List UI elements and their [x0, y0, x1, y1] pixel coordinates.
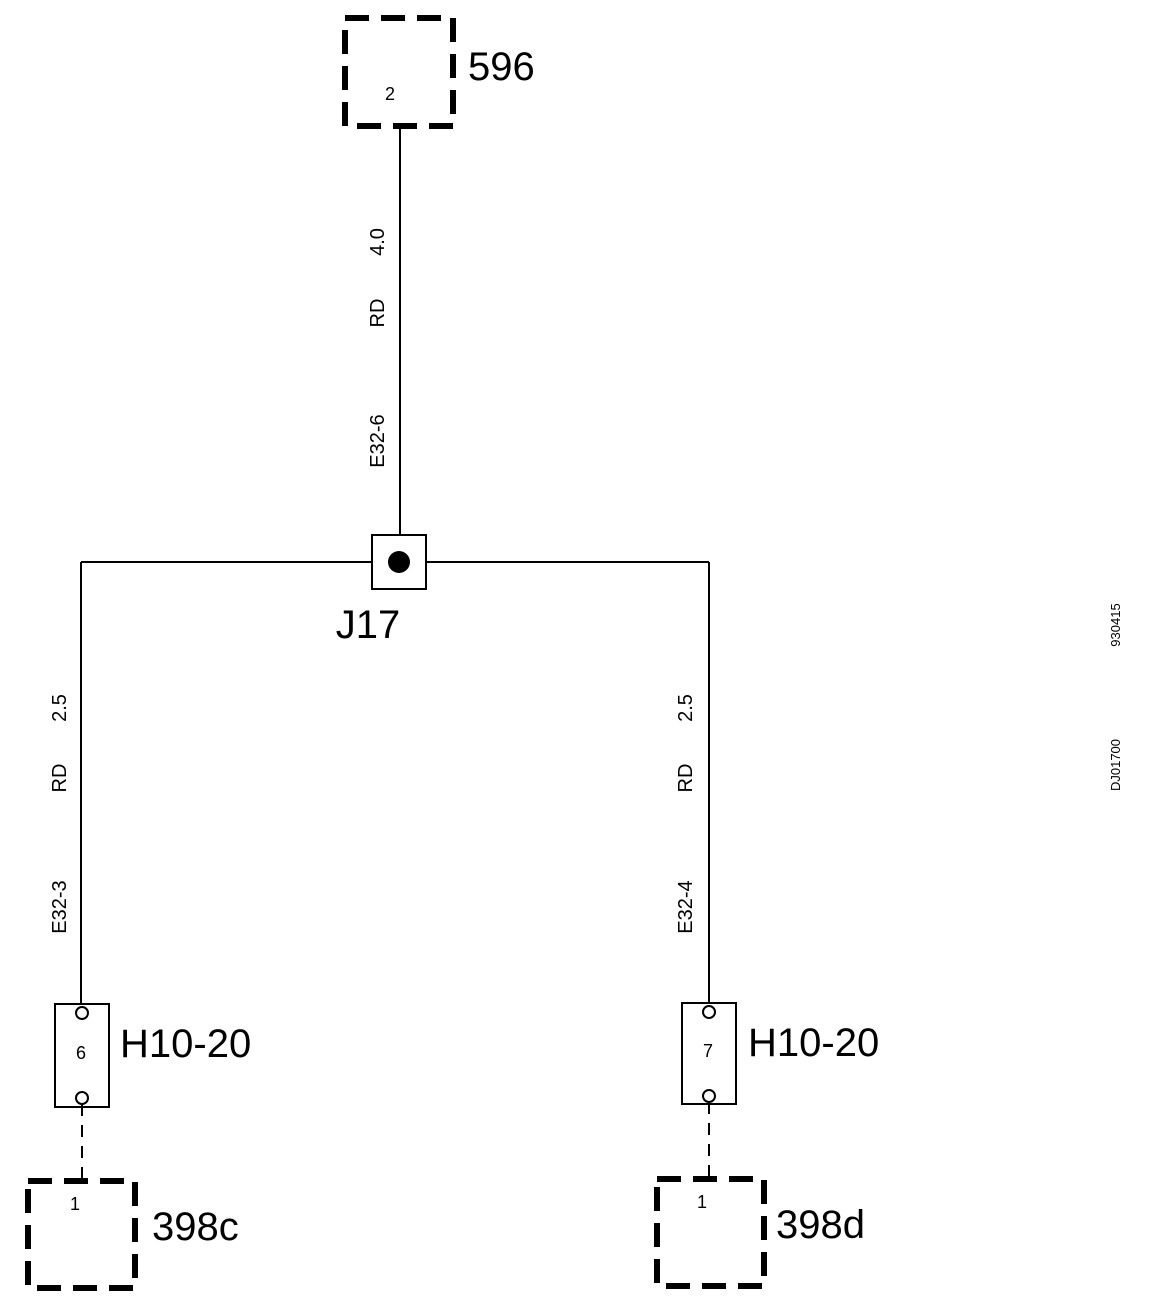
side-code-date: 930415 — [1108, 603, 1123, 646]
component-596-box — [342, 15, 456, 129]
wire-e32-4-color: RD — [675, 764, 697, 793]
component-398c-box — [25, 1178, 138, 1291]
component-398c-label: 398c — [152, 1205, 239, 1249]
connector-h10-20-right-pin-top — [702, 1005, 716, 1019]
wire-e32-6-color: RD — [367, 299, 389, 328]
component-596-label: 596 — [468, 45, 535, 89]
connector-h10-20-right-label: H10-20 — [748, 1021, 879, 1065]
wire-e32-3-id: E32-3 — [49, 880, 71, 933]
wire-e32-6-size: 4.0 — [367, 228, 389, 256]
connector-h10-20-right-box — [681, 1002, 737, 1105]
side-code-doc: DJ01700 — [1108, 739, 1123, 791]
junction-j17-dot — [388, 551, 410, 573]
component-398d-box — [654, 1176, 767, 1289]
junction-j17-label: J17 — [336, 603, 401, 647]
wire-e32-4-size: 2.5 — [675, 694, 697, 722]
connector-h10-20-left-pin-bottom — [75, 1091, 89, 1105]
wire-e32-3-color: RD — [49, 764, 71, 793]
wire-e32-6-id: E32-6 — [367, 414, 389, 467]
connector-h10-20-left-pin-top — [75, 1006, 89, 1020]
wire-e32-4-id: E32-4 — [675, 880, 697, 933]
component-398d-pin: 1 — [697, 1192, 707, 1212]
component-398c-pin: 1 — [70, 1194, 80, 1214]
connector-h10-20-right-pin: 7 — [703, 1041, 713, 1061]
connector-h10-20-left-pin: 6 — [76, 1043, 86, 1063]
wire-e32-3-size: 2.5 — [49, 694, 71, 722]
component-596-pin: 2 — [385, 84, 395, 104]
connector-h10-20-right-pin-bottom — [702, 1089, 716, 1103]
connector-h10-20-left-label: H10-20 — [120, 1022, 251, 1066]
component-398d-label: 398d — [776, 1203, 865, 1247]
